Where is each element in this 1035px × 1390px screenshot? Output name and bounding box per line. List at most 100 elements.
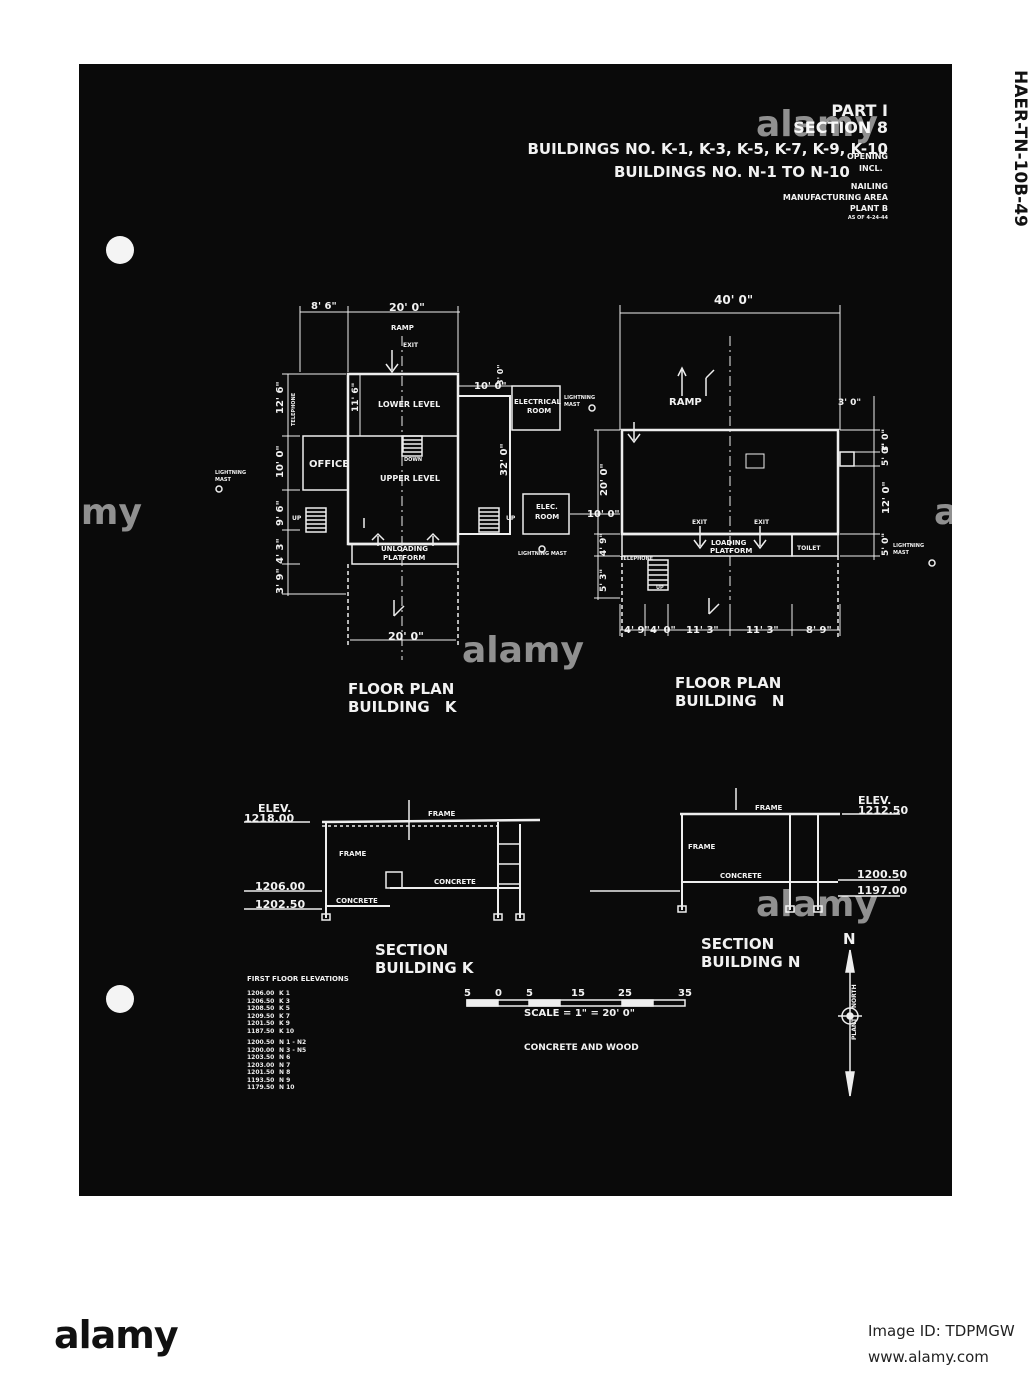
footer-url: www.alamy.com — [868, 1348, 989, 1366]
k-dim-mid-2: 3' 0" — [496, 364, 505, 385]
scale-bar — [466, 999, 686, 1007]
north-arrow — [838, 949, 862, 1097]
building-id: K 3 — [279, 997, 290, 1005]
building-id: N 7 — [279, 1061, 291, 1069]
n-telephone: TELEPHONE — [620, 556, 654, 562]
k-down: DOWN — [404, 457, 423, 463]
materials-note: CONCRETE AND WOOD — [524, 1043, 639, 1053]
building-id: N 3 - N5 — [279, 1046, 307, 1054]
section-n-lines — [590, 788, 900, 913]
watermark: alamy — [20, 492, 142, 533]
n-lightning-1: LIGHTNING — [893, 543, 925, 549]
k-exit: EXIT — [403, 342, 419, 349]
n-dim-top: 40' 0" — [714, 293, 754, 307]
elevation-value: 1187.50 — [247, 1027, 275, 1035]
title-buildings-n: BUILDINGS NO. N-1 TO N-10 — [614, 163, 850, 181]
k-elec-room: ROOM — [535, 513, 560, 521]
building-id: K 5 — [279, 1005, 290, 1012]
elevation-row: 1203.50 N 6 — [247, 1054, 306, 1062]
k-dim-left-5: 3' 9" — [275, 568, 286, 594]
elevation-row: 1208.50 K 5 — [247, 1005, 306, 1013]
n-dim-bottom-5: 8' 9" — [806, 625, 832, 636]
k-platform: PLATFORM — [383, 554, 426, 562]
k-lightning-1: LIGHTNING — [564, 395, 596, 401]
n-sec-elev-low: 1197.00 — [857, 884, 908, 897]
elevation-value: 1208.50 — [247, 1005, 275, 1012]
k-elec: ELEC. — [536, 503, 558, 511]
title-buildings-k: BUILDINGS NO. K-1, K-3, K-5, K-7, K-9, K… — [527, 140, 888, 158]
elevation-value: 1203.00 — [247, 1061, 275, 1069]
punch-hole — [106, 985, 134, 1013]
title-plant: PLANT B — [849, 204, 888, 213]
k-dim-left-1: 12' 6" — [275, 381, 286, 414]
k-dim-top-left: 8' 6" — [311, 301, 337, 312]
k-lower-level: LOWER LEVEL — [378, 400, 441, 409]
n-up: UP — [656, 585, 664, 591]
elevation-value: 1203.50 — [247, 1054, 275, 1061]
n-dim-bottom-1: 4' 9" — [624, 625, 650, 636]
elevation-value: 1200.50 — [247, 1039, 275, 1046]
k-lightning-bottom: LIGHTNING MAST — [518, 551, 567, 557]
n-dim-left-3: 5' 3" — [599, 568, 609, 592]
n-sec-concrete: CONCRETE — [720, 872, 762, 880]
building-id: K 10 — [279, 1027, 295, 1035]
k-lightning-2: MAST — [564, 402, 580, 408]
stock-footer — [0, 1300, 1035, 1390]
left-lightning-2: MAST — [215, 477, 231, 483]
n-platform: PLATFORM — [710, 547, 753, 555]
k-sec-frame-top: FRAME — [428, 810, 456, 818]
title-incl: INCL. — [859, 164, 883, 173]
k-section-title-2: BUILDING K — [375, 959, 474, 977]
k-telephone: TELEPHONE — [291, 392, 297, 426]
k-dim-left-3: 9' 6" — [275, 500, 286, 526]
left-lightning-1: LIGHTNING — [215, 470, 247, 476]
scale-label: SCALE = 1" = 20' 0" — [524, 1008, 635, 1019]
building-n-dimensions — [570, 305, 880, 636]
elevation-value: 1206.00 — [247, 990, 275, 997]
building-n-arrows — [627, 366, 767, 615]
watermark: alamy — [462, 630, 584, 671]
building-id: N 1 - N2 — [279, 1039, 307, 1046]
building-id: N 10 — [279, 1084, 295, 1091]
n-section-title-2: BUILDING N — [701, 953, 801, 971]
k-dim-mid-4: 10' 0" — [587, 509, 620, 520]
building-id: N 8 — [279, 1069, 291, 1076]
scale-tick-2: 0 — [495, 988, 502, 999]
n-dim-right-3: 5' 0" — [881, 442, 891, 466]
k-dim-bottom: 20' 0" — [388, 630, 424, 643]
n-sec-elev-label: ELEV. — [858, 794, 892, 807]
n-exit-1: EXIT — [692, 519, 708, 526]
n-sec-elev-top: 1212.50 — [858, 804, 909, 817]
north-letter: N — [843, 930, 856, 948]
watermark: alamy — [756, 104, 878, 145]
building-k-walls — [302, 372, 570, 648]
n-dim-bottom-4: 11' 3" — [746, 625, 779, 636]
elevation-value: 1209.50 — [247, 1012, 275, 1020]
n-toilet: TOILET — [797, 545, 821, 552]
elevation-value: 1201.50 — [247, 1069, 275, 1076]
k-sec-elev-low: 1202.50 — [255, 898, 306, 911]
n-dim-bottom-2: 4' 0" — [650, 625, 676, 636]
elev-table-heading: FIRST FLOOR ELEVATIONS — [247, 975, 349, 983]
footer-logo: alamy — [54, 1313, 179, 1357]
building-k-arrows — [363, 350, 440, 617]
k-up-right: UP — [506, 515, 516, 522]
k-section-title-1: SECTION — [375, 941, 449, 959]
building-k-dimensions — [282, 306, 512, 660]
title-date: AS OF 4-24-44 — [847, 215, 888, 221]
building-id: K 9 — [279, 1020, 290, 1027]
building-id: N 6 — [279, 1054, 291, 1061]
title-opening: OPENING — [846, 152, 888, 161]
n-sec-frame-side: FRAME — [688, 843, 716, 851]
n-dim-bottom-3: 11' 3" — [686, 625, 719, 636]
k-sec-elev-label: ELEV. — [258, 802, 292, 815]
north-plant: PLANT — [851, 1018, 858, 1040]
n-plan-title-1: FLOOR PLAN — [675, 674, 782, 692]
